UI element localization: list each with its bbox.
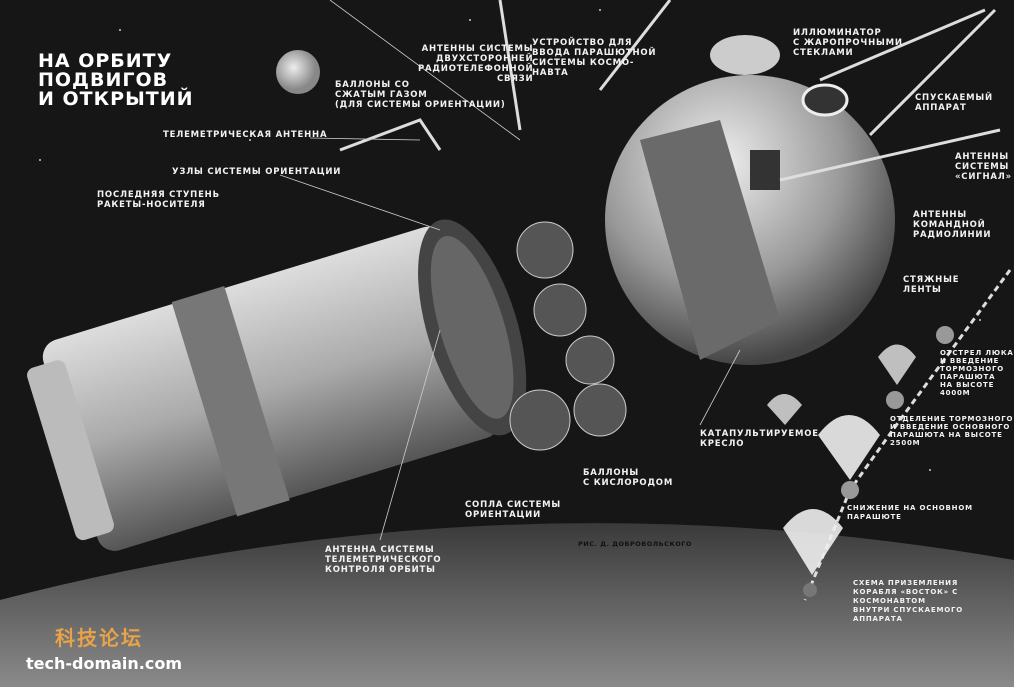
leader-lines bbox=[279, 0, 741, 541]
main-parachute bbox=[818, 415, 880, 480]
label-descent-module: СПУСКАЕМЫЙ АППАРАТ bbox=[915, 93, 993, 113]
drogue-parachute bbox=[878, 344, 916, 385]
equipment-cluster bbox=[509, 221, 627, 451]
drogue-parachute-2 bbox=[767, 394, 802, 425]
label-orientation-nozzles: СОПЛА СИСТЕМЫ ОРИЕНТАЦИИ bbox=[465, 500, 562, 520]
capsule-main bbox=[841, 481, 859, 499]
main-parachute-low bbox=[783, 509, 843, 575]
earth-horizon bbox=[0, 523, 1014, 687]
label-parachute-device: УСТРОЙСТВО ДЛЯ ВВОДА ПАРАШЮТНОЙ СИСТЕМЫ … bbox=[532, 38, 657, 78]
stars bbox=[39, 9, 981, 471]
hatch-cap bbox=[710, 35, 780, 75]
label-straps: СТЯЖНЫЕ ЛЕНТЫ bbox=[903, 275, 960, 295]
landing-sequence bbox=[767, 269, 1012, 601]
label-radiotelephone-antennas: АНТЕННЫ СИСТЕМЫ ДВУХСТОРОННЕЙ РАДИОТЕЛЕФ… bbox=[418, 44, 534, 84]
label-ejection-seat: КАТАПУЛЬТИРУЕМОЕ КРЕСЛО bbox=[700, 429, 819, 449]
label-descent-main: СНИЖЕНИЕ НА ОСНОВНОМ ПАРАШЮТЕ bbox=[847, 504, 973, 521]
control-panel bbox=[750, 150, 780, 190]
moon bbox=[276, 50, 320, 94]
label-hatch-ejection: ОТСТРЕЛ ЛЮКА И ВВЕДЕНИЕ ТОРМОЗНОГО ПАРАШ… bbox=[940, 349, 1014, 397]
watermark-url: tech-domain.com bbox=[26, 654, 183, 673]
label-orbit-telemetry-antenna: АНТЕННА СИСТЕМЫ ТЕЛЕМЕТРИЧЕСКОГО КОНТРОЛ… bbox=[325, 545, 442, 575]
artist-credit: РИС. Д. ДОБРОВОЛЬСКОГО bbox=[578, 540, 692, 548]
capsule-2500m bbox=[886, 391, 904, 409]
capsule-4000m bbox=[936, 326, 954, 344]
label-oxygen-cylinders: БАЛЛОНЫ С КИСЛОРОДОМ bbox=[583, 468, 674, 488]
label-orientation-units: УЗЛЫ СИСТЕМЫ ОРИЕНТАЦИИ bbox=[172, 167, 342, 177]
rocket-stage bbox=[27, 219, 527, 551]
label-command-antennas: АНТЕННЫ КОМАНДНОЙ РАДИОЛИНИИ bbox=[913, 210, 992, 240]
label-telemetry-antenna: ТЕЛЕМЕТРИЧЕСКАЯ АНТЕННА bbox=[163, 130, 328, 140]
capsule-landing bbox=[803, 583, 817, 597]
antennas bbox=[339, 0, 1001, 182]
label-porthole: ИЛЛЮМИНАТОР С ЖАРОПРОЧНЫМИ СТЕКЛАМИ bbox=[793, 28, 903, 58]
label-last-stage: ПОСЛЕДНЯЯ СТУПЕНЬ РАКЕТЫ-НОСИТЕЛЯ bbox=[97, 190, 220, 210]
cosmonaut-seat bbox=[640, 120, 780, 360]
watermark-chinese: 科技论坛 bbox=[55, 626, 143, 650]
page-title: НА ОРБИТУ ПОДВИГОВ И ОТКРЫТИЙ bbox=[38, 50, 194, 110]
porthole bbox=[801, 83, 849, 117]
label-signal-antennas: АНТЕННЫ СИСТЕМЫ «СИГНАЛ» bbox=[955, 152, 1012, 182]
label-main-chute: ОТДЕЛЕНИЕ ТОРМОЗНОГО И ВВЕДЕНИЕ ОСНОВНОГ… bbox=[890, 415, 1014, 447]
label-landing-scheme: СХЕМА ПРИЗЕМЛЕНИЯ КОРАБЛЯ «ВОСТОК» С КОС… bbox=[853, 579, 963, 623]
label-gas-cylinders: БАЛЛОНЫ СО СЖАТЫМ ГАЗОМ (ДЛЯ СИСТЕМЫ ОРИ… bbox=[335, 80, 506, 110]
